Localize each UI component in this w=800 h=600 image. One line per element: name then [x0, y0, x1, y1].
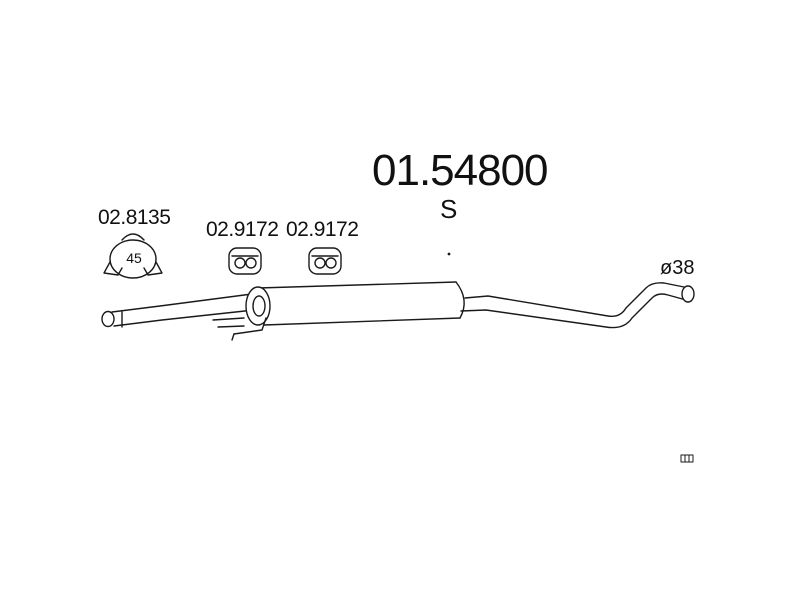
exhaust-pipe-icon: [460, 282, 687, 329]
pipe-end-icon: [681, 285, 695, 303]
variant-code: S: [440, 194, 458, 224]
clamp-icon: [103, 233, 163, 279]
rubber-hanger-icon: [228, 247, 262, 275]
hanger-part-number: 02.9172: [286, 218, 359, 241]
rubber-hanger-icon: [308, 247, 342, 275]
hanger-part-number: 02.9172: [206, 218, 279, 241]
part-number: 01.54800: [372, 146, 549, 195]
pipe-diameter-label: ø38: [660, 257, 695, 279]
exhaust-pipe-icon: [101, 293, 255, 328]
middle-silencer-icon: [231, 281, 465, 341]
reference-dot: [447, 252, 451, 256]
clamp-part-number: 02.8135: [98, 206, 171, 229]
layout-icon: [680, 454, 694, 463]
clamp-size-label: 45: [126, 250, 142, 266]
